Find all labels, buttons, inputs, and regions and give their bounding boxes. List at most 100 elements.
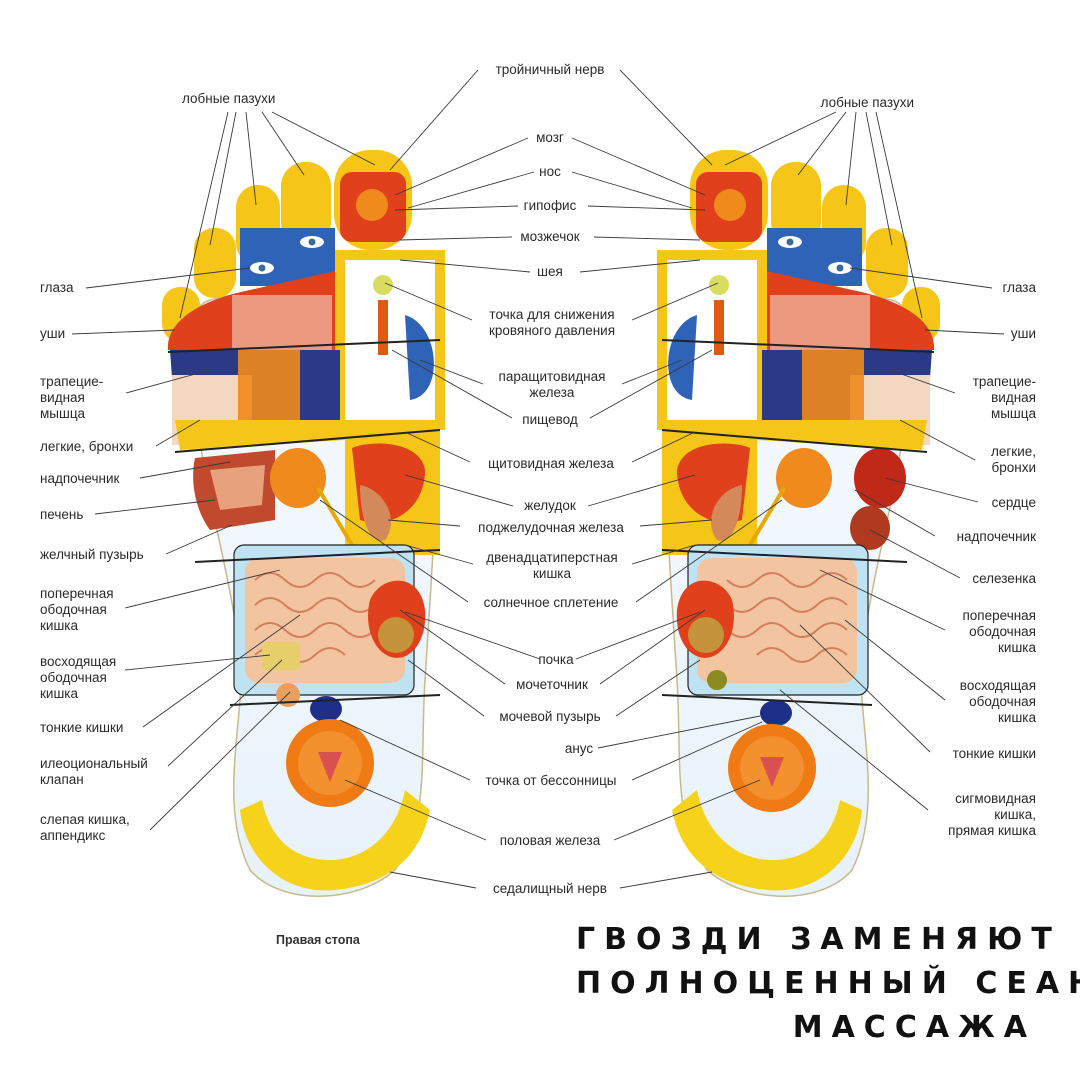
- zone-line-pelvis: [229, 694, 441, 706]
- anus-zone: [760, 700, 792, 726]
- label-ears-right: уши: [1011, 326, 1036, 341]
- lungs-upper-zone: [232, 295, 332, 350]
- bladder-icon: [688, 617, 724, 653]
- label-gonad: половая железа: [500, 833, 601, 848]
- lungs-upper-zone: [770, 295, 870, 350]
- headline: ГВОЗДИ ЗАМЕНЯЮТ ПОЛНОЦЕННЫЙ СЕАНС МАССАЖ…: [576, 918, 1080, 1050]
- label-trapezius-right-2: видная: [991, 390, 1036, 405]
- label-esophagus: пищевод: [522, 412, 578, 427]
- uterus-icon: [760, 757, 784, 787]
- eye-pupil-icon: [308, 238, 316, 246]
- label-sigmoid-1: сигмовидная: [955, 791, 1036, 806]
- zone-line-diaphragm: [661, 429, 928, 453]
- zone-line-shoulder: [661, 339, 935, 353]
- anus-zone: [310, 696, 342, 722]
- diaphragm-zone: [757, 420, 927, 450]
- label-adrenal-left: надпочечник: [40, 471, 119, 486]
- intestine-folds: [254, 572, 376, 663]
- caption-right-foot: Правая стопа: [276, 933, 361, 947]
- label-pressure-point-1: точка для снижения: [489, 307, 614, 322]
- label-thyroid: щитовидная железа: [488, 456, 614, 471]
- label-anus: анус: [565, 741, 594, 756]
- label-transverse-colon-right-1: поперечная: [962, 608, 1036, 623]
- pressure-point-dot: [709, 275, 729, 295]
- label-stomach: желудок: [524, 498, 576, 513]
- brain-icon: [356, 189, 388, 221]
- label-parathyroid-2: железа: [530, 385, 575, 400]
- brain-icon: [714, 189, 746, 221]
- toe-4: [866, 228, 908, 298]
- label-cecum-1: слепая кишка,: [40, 812, 130, 827]
- small-intestine-zone: [697, 558, 857, 683]
- label-sciatic: седалищный нерв: [493, 881, 607, 896]
- label-lungs-left: легкие, бронхи: [40, 439, 133, 454]
- label-trapezius-left-1: трапецие-: [40, 374, 103, 389]
- label-heart: сердце: [992, 495, 1036, 510]
- eye-pupil-icon: [836, 264, 844, 272]
- adrenal-kidney-upper: [270, 448, 326, 508]
- bladder-icon: [378, 617, 414, 653]
- sciatic-heel-zone: [240, 790, 430, 891]
- label-trapezius-left-3: мышца: [40, 406, 86, 421]
- label-duodenum-1: двенадцатиперстная: [486, 550, 617, 565]
- label-liver: печень: [40, 507, 83, 522]
- label-frontal-sinuses-right: лобные пазухи: [821, 95, 914, 110]
- shoulder-zone: [802, 350, 864, 420]
- sciatic-heel-zone: [672, 790, 862, 891]
- left-foot-illustration: [657, 150, 940, 897]
- label-ascending-colon-right-1: восходящая: [960, 678, 1036, 693]
- label-trapezius-right-3: мышца: [991, 406, 1037, 421]
- intestine-folds: [726, 572, 848, 663]
- parathyroid-zone: [668, 315, 697, 400]
- headline-line-1: ГВОЗДИ ЗАМЕНЯЮТ: [576, 922, 1061, 957]
- label-small-intestine-right: тонкие кишки: [953, 746, 1036, 761]
- liver-highlight: [210, 465, 265, 510]
- zone-line-waist: [661, 549, 908, 563]
- label-frontal-sinuses-left: лобные пазухи: [182, 91, 275, 106]
- label-ascending-colon-right-3: кишка: [998, 710, 1036, 725]
- headline-line-2: ПОЛНОЦЕННЫЙ СЕАНС: [576, 966, 1080, 1001]
- diaphragm-zone: [175, 420, 345, 450]
- leader-lines: [71, 69, 1005, 889]
- label-trapezius-right-1: трапецие-: [973, 374, 1036, 389]
- spleen-zone: [850, 506, 890, 550]
- zone-line-diaphragm: [174, 429, 441, 453]
- label-eyes-left: глаза: [40, 280, 74, 295]
- toe-2: [281, 162, 331, 246]
- label-sigmoid-3: прямая кишка: [948, 823, 1036, 838]
- label-ascending-colon-left-1: восходящая: [40, 654, 116, 669]
- label-eyes-right: глаза: [1002, 280, 1036, 295]
- label-nose: нос: [539, 164, 561, 179]
- esophagus-bar: [378, 300, 388, 355]
- label-pressure-point-2: кровяного давления: [489, 323, 615, 338]
- center-labels: тройничный нерв мозг нос гипофис мозжечо…: [478, 62, 624, 896]
- sigmoid-zone: [707, 670, 727, 690]
- label-ascending-colon-left-2: ободочная: [40, 670, 107, 685]
- label-cecum-2: аппендикс: [40, 828, 106, 843]
- label-lungs-right-1: легкие,: [991, 444, 1036, 459]
- label-bladder: мочевой пузырь: [499, 709, 600, 724]
- zone-line-pelvis: [661, 694, 873, 706]
- toe-2: [771, 162, 821, 246]
- label-brain: мозг: [536, 130, 564, 145]
- label-ears-left: уши: [40, 326, 65, 341]
- headline-line-3: МАССАЖА: [792, 1010, 1036, 1045]
- pancreas-zone: [360, 485, 391, 541]
- eye-pupil-icon: [258, 264, 266, 272]
- parathyroid-zone: [405, 315, 434, 400]
- heart-zone: [854, 448, 906, 508]
- label-ileocecal-2: клапан: [40, 772, 84, 787]
- label-pancreas: поджелудочная железа: [478, 520, 624, 535]
- label-lungs-right-2: бронхи: [992, 460, 1037, 475]
- label-transverse-colon-left-1: поперечная: [40, 586, 114, 601]
- label-solar-plexus: солнечное сплетение: [484, 595, 619, 610]
- label-kidney: почка: [538, 652, 574, 667]
- label-transverse-colon-left-2: ободочная: [40, 602, 107, 617]
- uterus-icon: [318, 752, 342, 782]
- eye-pupil-icon: [786, 238, 794, 246]
- right-labels: лобные пазухи глаза уши трапецие- видная…: [821, 95, 1037, 838]
- label-transverse-colon-right-3: кишка: [998, 640, 1036, 655]
- label-transverse-colon-left-3: кишка: [40, 618, 78, 633]
